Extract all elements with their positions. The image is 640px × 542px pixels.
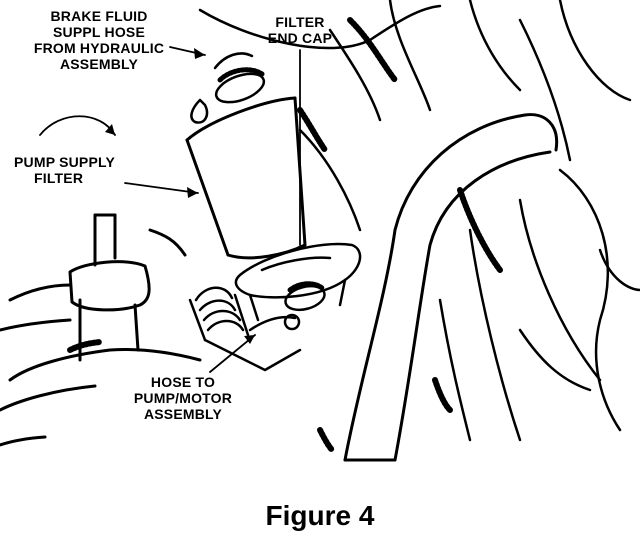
label-line: PUMP/MOTOR	[133, 390, 233, 406]
label-line: PUMP SUPPLY	[14, 154, 116, 170]
engine-background	[198, 0, 640, 442]
lower-hose-clamp	[248, 281, 326, 332]
label-line: FILTER	[34, 170, 84, 186]
label-line: FROM HYDRAULIC	[33, 40, 165, 56]
label-line: ASSEMBLY	[59, 56, 139, 72]
hose-to-pump	[188, 286, 302, 372]
large-hose	[343, 113, 559, 462]
lower-left-bracket	[0, 283, 202, 447]
upper-hose-clamp	[190, 52, 266, 124]
leader-lines	[39, 46, 301, 373]
label-line: HOSE TO	[150, 374, 216, 390]
label-line: SUPPL HOSE	[53, 24, 145, 40]
label-brake-fluid-hose: BRAKE FLUID SUPPL HOSE FROM HYDRAULIC AS…	[14, 8, 184, 72]
label-hose-to-pump: HOSE TO PUMP/MOTOR ASSEMBLY	[118, 374, 248, 422]
label-filter-end-cap: FILTER END CAP	[260, 14, 340, 46]
label-line: BRAKE FLUID	[50, 8, 148, 24]
pump-supply-filter	[185, 96, 307, 260]
label-line: ASSEMBLY	[143, 406, 223, 422]
label-line: END CAP	[267, 30, 333, 46]
left-valve	[68, 213, 187, 362]
hatching	[67, 17, 503, 453]
filter-end-cap	[234, 242, 362, 322]
label-pump-supply-filter: PUMP SUPPLY FILTER	[14, 154, 115, 186]
figure-caption: Figure 4	[265, 500, 375, 531]
leader-arrowheads	[105, 48, 255, 344]
label-line: FILTER	[275, 14, 325, 30]
